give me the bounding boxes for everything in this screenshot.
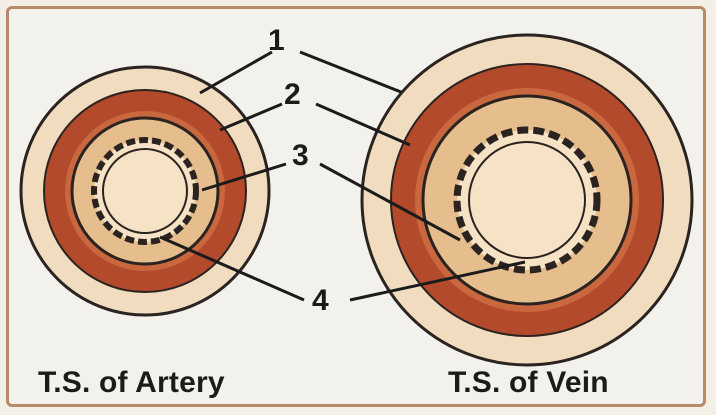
label-3: 3: [292, 139, 309, 173]
artery-caption: T.S. of Artery: [38, 366, 225, 400]
artery-lumen: [103, 149, 187, 233]
label-4: 4: [312, 284, 329, 318]
leader-1-vein: [300, 52, 401, 92]
vein-cross-section: [362, 35, 692, 365]
leader-1-artery: [200, 52, 272, 93]
label-2: 2: [284, 78, 301, 112]
artery-cross-section: [21, 67, 269, 315]
vein-lumen: [469, 142, 585, 258]
label-1: 1: [268, 24, 285, 58]
vein-caption: T.S. of Vein: [448, 366, 609, 400]
